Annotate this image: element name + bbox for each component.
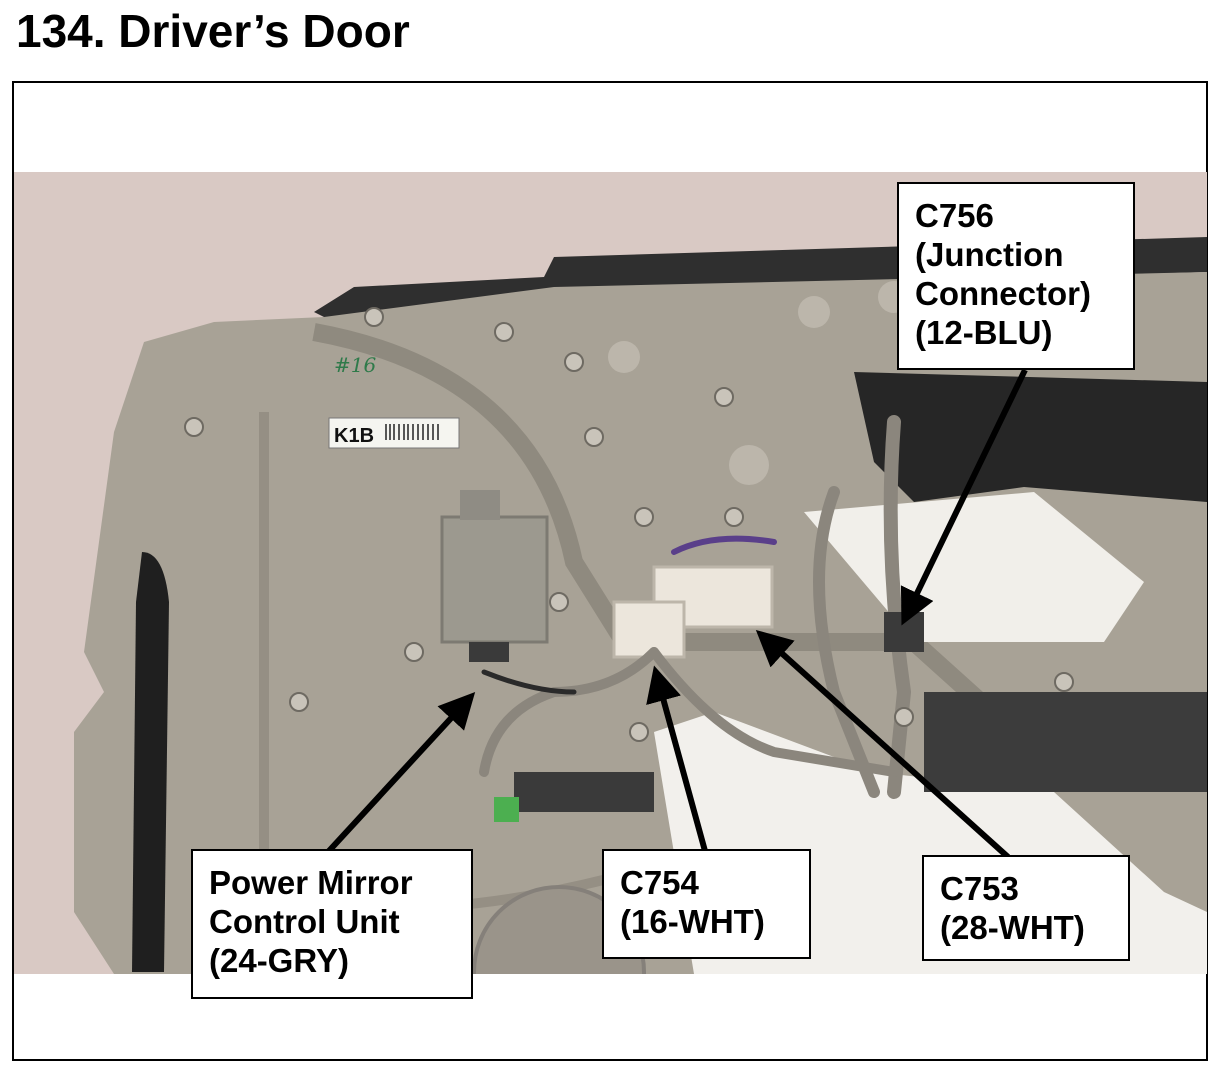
page-title: 134. Driver’s Door	[16, 5, 410, 57]
switch-unit	[514, 772, 654, 812]
callout-line: Power Mirror	[209, 864, 413, 901]
callout-c756: C756 (Junction Connector) (12-BLU)	[897, 182, 1135, 370]
panel-ridge	[312, 323, 1207, 781]
callout-line: (28-WHT)	[940, 909, 1085, 946]
callout-line: C753	[940, 870, 1019, 907]
callout-line: Connector)	[915, 275, 1091, 312]
callout-c754: C754 (16-WHT)	[602, 849, 811, 959]
c756-connector	[884, 612, 924, 652]
callout-line: (24-GRY)	[209, 942, 349, 979]
callout-line: (16-WHT)	[620, 903, 765, 940]
mirror-control-unit	[440, 515, 549, 644]
door-mechanism	[924, 692, 1207, 792]
callout-line: (Junction	[915, 236, 1064, 273]
foam-strip	[132, 552, 169, 972]
speaker-grille	[472, 885, 646, 974]
callout-line: (12-BLU)	[915, 314, 1053, 351]
barcode-lines	[385, 424, 439, 440]
window-trim	[854, 372, 1207, 502]
handwritten-mark: #16	[334, 353, 376, 377]
callout-power-mirror: Power Mirror Control Unit (24-GRY)	[191, 849, 473, 999]
c754-connector	[612, 600, 686, 659]
callout-line: C756	[915, 197, 994, 234]
callout-c753: C753 (28-WHT)	[922, 855, 1130, 961]
label-tag-text: K1B	[334, 425, 374, 447]
callout-line: Control Unit	[209, 903, 400, 940]
callout-line: C754	[620, 864, 699, 901]
